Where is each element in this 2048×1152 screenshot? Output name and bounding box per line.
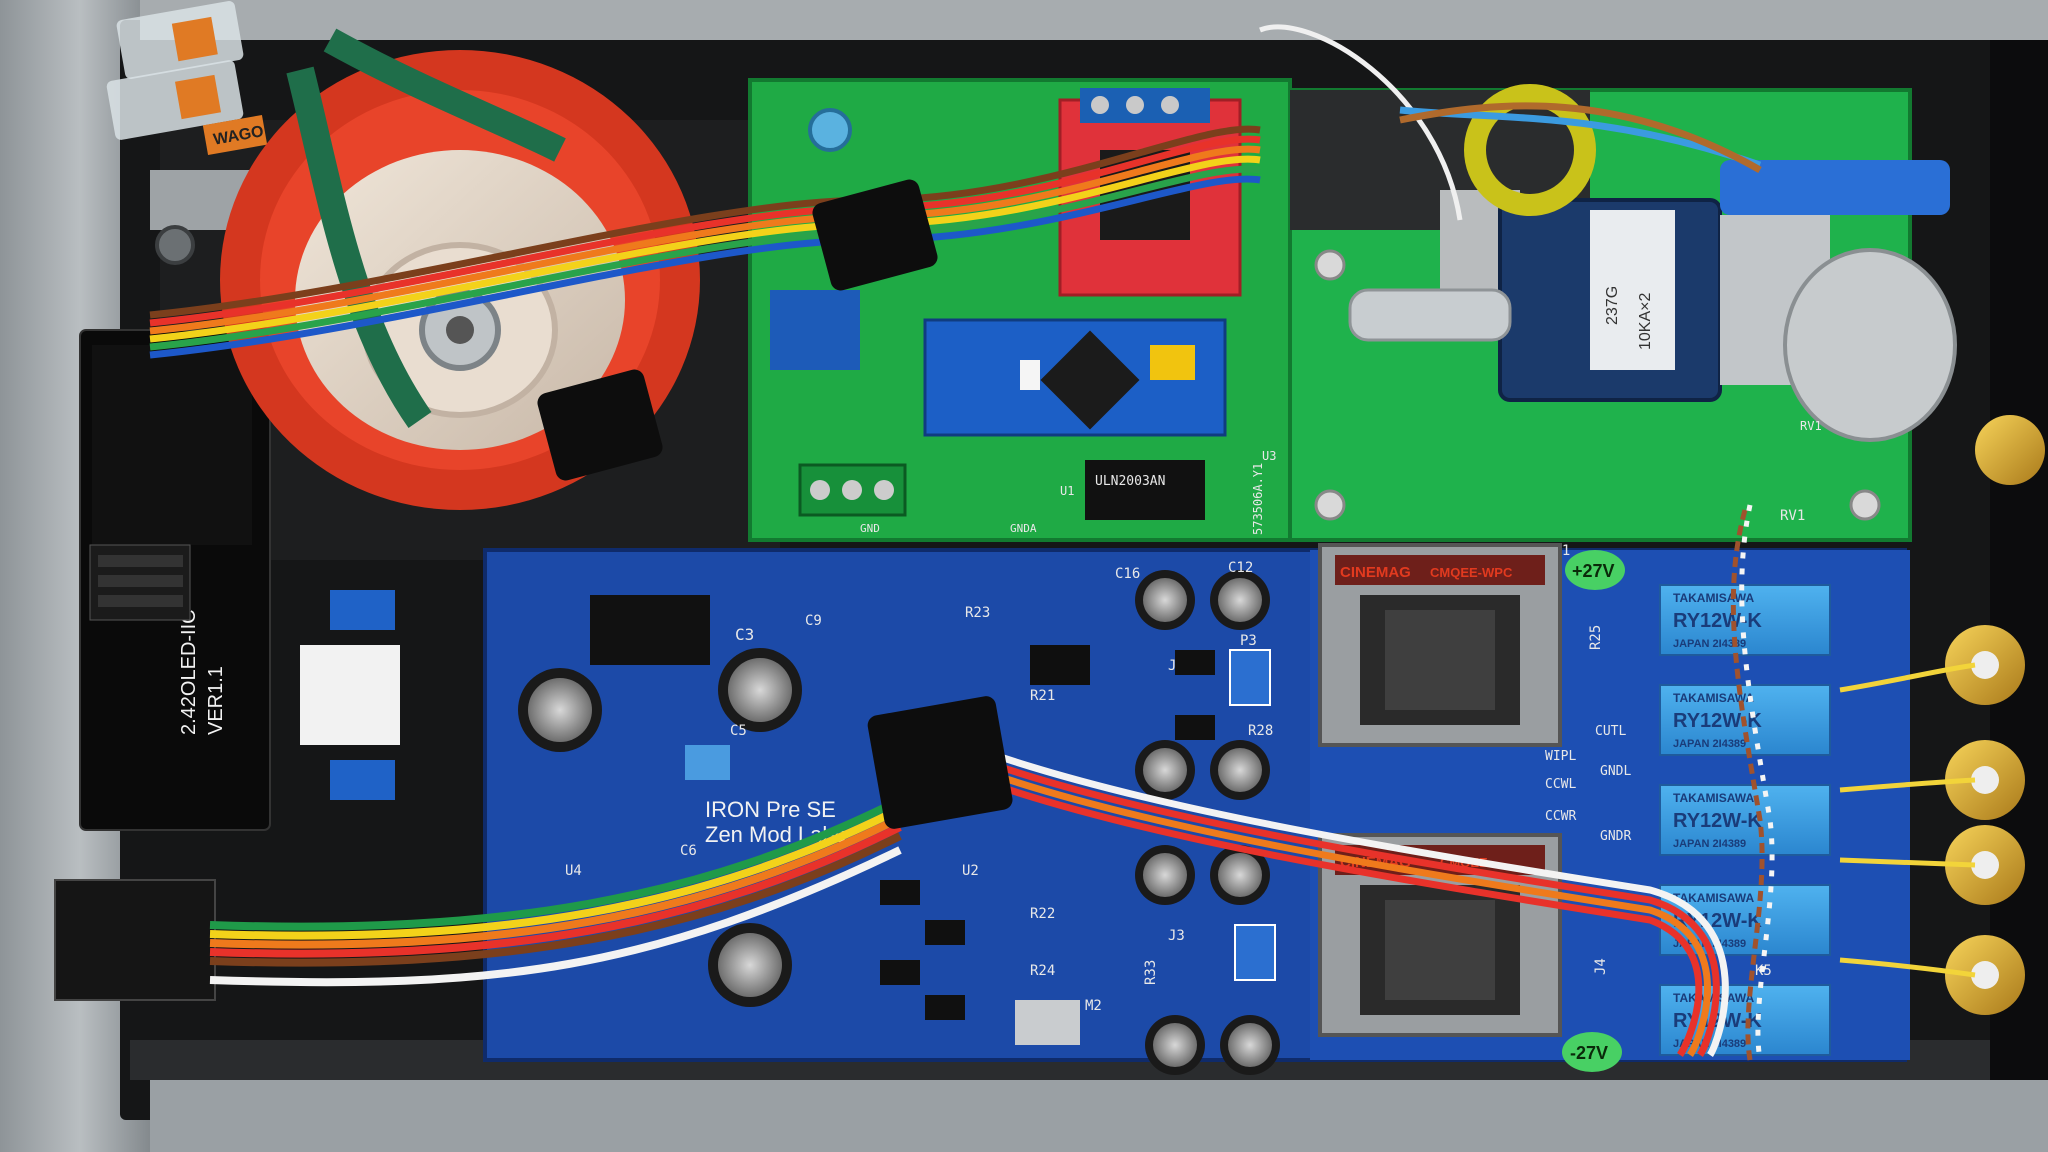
terminal-left-2 xyxy=(330,760,395,800)
silk-r22: R22 xyxy=(1030,906,1055,922)
terminal-left-1 xyxy=(330,590,395,630)
relay-3-model: RY12W-K xyxy=(1673,810,1762,832)
silk-u4: U4 xyxy=(565,863,582,879)
silk-ccwl: CCWL xyxy=(1545,777,1576,792)
relay-3-brand: TAKAMISAWA xyxy=(1673,791,1754,805)
ribbon-cable-bottom xyxy=(209,796,902,987)
relay-2-brand: TAKAMISAWA xyxy=(1673,691,1754,705)
white-wire xyxy=(1259,24,1463,221)
transformer-1-model: CMQEE-WPC xyxy=(1430,565,1513,580)
negative-supply-tag: -27V xyxy=(1562,1032,1622,1072)
uln-driver-chip xyxy=(1085,460,1205,520)
silk-j3: J3 xyxy=(1168,928,1185,944)
silk-p3: P3 xyxy=(1240,633,1257,649)
transformer-1: CINEMAG CMQEE-WPC xyxy=(1318,543,1562,747)
silk-cutl: CUTL xyxy=(1595,724,1626,739)
relay-2-model: RY12W-K xyxy=(1673,710,1762,732)
silk-gnda: GNDA xyxy=(1010,522,1037,535)
relay-1-model: RY12W-K xyxy=(1673,610,1762,632)
silk-c6: C6 xyxy=(680,843,697,859)
brown-mains-wire xyxy=(1399,102,1762,174)
silk-c16: C16 xyxy=(1115,566,1140,582)
heatsink xyxy=(590,595,710,665)
relay-2: TAKAMISAWA RY12W-K JAPAN 2I4389 xyxy=(1659,684,1831,756)
supply-negative-label: -27V xyxy=(1570,1043,1608,1063)
silk-wipl: WIPL xyxy=(1545,749,1576,764)
rca-jacks xyxy=(1945,415,2045,1015)
silk-c3: C3 xyxy=(735,625,754,644)
silk-c9: C9 xyxy=(805,613,822,629)
chassis-bottom-rail xyxy=(150,1075,2048,1152)
silk-gndl: GNDL xyxy=(1600,764,1631,779)
wago-connectors: WAGO xyxy=(106,0,268,155)
regulator-heatsink xyxy=(300,645,400,745)
pot-label-1: 237G xyxy=(1604,286,1621,325)
oled-module: 2.42OLED-IIC VER1.1 xyxy=(79,329,271,831)
silk-r21: R21 xyxy=(1030,688,1055,704)
silk-gnd: GND xyxy=(860,522,880,535)
controller-board: ULN2003AN 573506A.Y1 xyxy=(748,78,1292,542)
velcro-strap-3 xyxy=(867,696,1013,829)
relay-3: TAKAMISAWA RY12W-K JAPAN 2I4389 xyxy=(1659,784,1831,856)
transformer-1-brand: CINEMAG xyxy=(1340,564,1411,581)
silk-u1: U1 xyxy=(1060,484,1074,498)
main-cable-bundle xyxy=(978,746,1729,1057)
relay-2-origin: JAPAN 2I4389 xyxy=(1673,738,1746,750)
oled-label-2: VER1.1 xyxy=(205,666,227,735)
relay-1-origin: JAPAN 2I4389 xyxy=(1673,638,1746,650)
silk-u3: U3 xyxy=(1262,449,1276,463)
silk-c12: C12 xyxy=(1228,560,1253,576)
ribbon-connector xyxy=(54,879,216,1001)
ferrite-toroid xyxy=(1464,84,1596,216)
silk-c5: C5 xyxy=(730,723,747,739)
silk-r25: R25 xyxy=(1588,625,1604,650)
silk-r33: R33 xyxy=(1143,960,1159,985)
spade-connector xyxy=(1720,160,1950,215)
positive-supply-tag: +27V xyxy=(1565,550,1625,590)
driver-chip-label: ULN2003AN xyxy=(1095,474,1165,489)
relay-4-brand: TAKAMISAWA xyxy=(1673,891,1754,905)
silk-u2: U2 xyxy=(962,863,979,879)
silk-r23: R23 xyxy=(965,605,990,621)
silk-r24: R24 xyxy=(1030,963,1055,979)
ground-screw xyxy=(155,225,195,265)
board-code: 573506A.Y1 xyxy=(1251,463,1265,535)
relay-3-origin: JAPAN 2I4389 xyxy=(1673,838,1746,850)
silk-ccwr: CCWR xyxy=(1545,809,1576,824)
alps-potentiometer: 237G 10KA×2 xyxy=(1348,190,1957,442)
rv1-label: RV1 xyxy=(1780,508,1805,524)
silk-m2: M2 xyxy=(1085,998,1102,1014)
silk-rv1: RV1 xyxy=(1800,419,1822,433)
supply-positive-label: +27V xyxy=(1572,561,1615,581)
signal-wires xyxy=(1730,504,1976,1061)
silk-r28: R28 xyxy=(1248,723,1273,739)
pot-label-2: 10KA×2 xyxy=(1637,293,1654,350)
oled-label-1: 2.42OLED-IIC xyxy=(178,609,200,735)
chassis-right-wall xyxy=(1990,40,2048,1080)
silk-j4: J4 xyxy=(1593,958,1609,975)
velcro-strap-1 xyxy=(812,179,938,291)
board-title: IRON Pre SE xyxy=(705,797,836,822)
silk-gndr: GNDR xyxy=(1600,829,1631,844)
velcro-strap-2 xyxy=(537,369,663,481)
chassis-top-rail xyxy=(140,0,2048,40)
